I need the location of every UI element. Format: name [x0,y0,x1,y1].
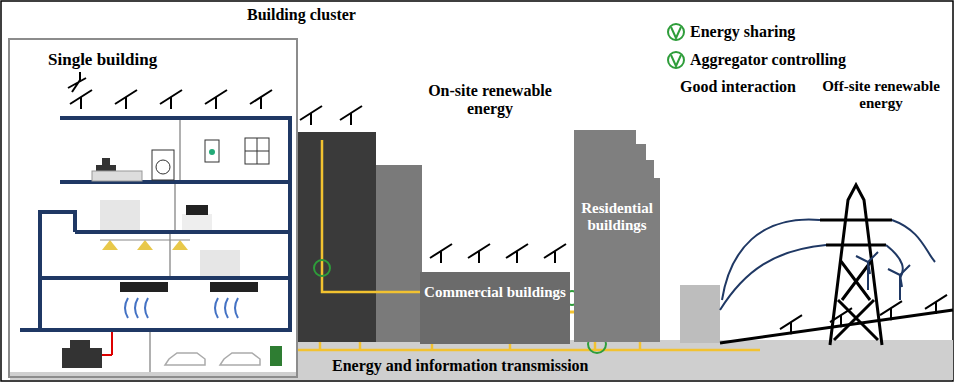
building-outline [574,130,660,342]
energy-link [570,312,574,313]
building-block: Residential buildings [574,130,660,342]
annotation-label: On-site renewable energy [425,82,555,119]
annotation-label: Energy and information transmission [330,357,590,375]
building-block: Commercial buildings [420,272,570,344]
annotation-label: Off-site renewable energy [812,78,950,113]
diagram-title: Building cluster [247,6,356,24]
node-label: Commercial buildings [424,284,566,301]
annotation-label: Good interaction [680,78,796,96]
node-label: Single building [48,50,296,70]
node-label: Residential buildings [576,200,658,235]
annotation-label: Aggregator controlling [690,51,846,69]
building-frame: Single building [8,38,298,378]
annotation-label: Energy sharing [690,23,795,41]
